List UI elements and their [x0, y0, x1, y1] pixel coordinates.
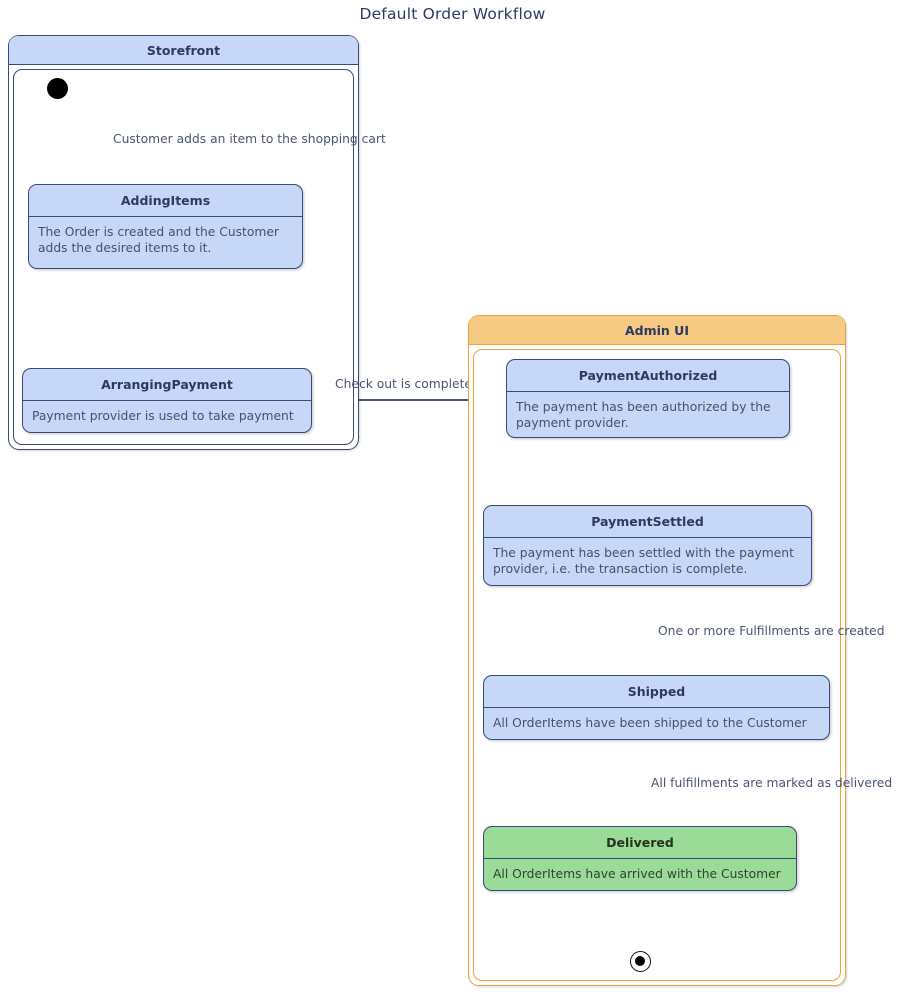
- transition-label-fulfillments-delivered: All fulfillments are marked as delivered: [651, 776, 893, 790]
- state-paymentauthorized-description: The payment has been authorized by the p…: [516, 400, 771, 431]
- state-paymentsettled-title: PaymentSettled: [484, 506, 811, 538]
- state-paymentauthorized[interactable]: PaymentAuthorized The payment has been a…: [506, 359, 790, 438]
- state-shipped[interactable]: Shipped All OrderItems have been shipped…: [483, 675, 830, 740]
- transition-label-check-out-completed: Check out is completed: [335, 377, 480, 391]
- state-addingitems-title: AddingItems: [29, 185, 302, 217]
- state-addingitems[interactable]: AddingItems The Order is created and the…: [28, 184, 303, 269]
- state-paymentsettled[interactable]: PaymentSettled The payment has been sett…: [483, 505, 812, 586]
- state-addingitems-description: The Order is created and the Customer ad…: [38, 225, 279, 256]
- state-arrangingpayment-title: ArrangingPayment: [23, 369, 311, 401]
- final-state-node: [630, 951, 651, 972]
- transition-label-customer-adds-item: Customer adds an item to the shopping ca…: [113, 132, 386, 146]
- state-delivered-description: All OrderItems have arrived with the Cus…: [493, 867, 781, 881]
- state-delivered[interactable]: Delivered All OrderItems have arrived wi…: [483, 826, 797, 891]
- state-arrangingpayment[interactable]: ArrangingPayment Payment provider is use…: [22, 368, 312, 433]
- page-title: Default Order Workflow: [359, 5, 546, 23]
- state-paymentauthorized-title: PaymentAuthorized: [507, 360, 789, 392]
- transition-label-fulfillments-created: One or more Fulfillments are created: [658, 624, 885, 638]
- region-storefront-title: Storefront: [9, 36, 358, 65]
- state-arrangingpayment-description: Payment provider is used to take payment: [32, 409, 294, 423]
- state-shipped-description: All OrderItems have been shipped to the …: [493, 716, 807, 730]
- initial-state-node: [47, 78, 68, 99]
- region-admin-ui-title: Admin UI: [469, 316, 845, 345]
- state-paymentsettled-description: The payment has been settled with the pa…: [493, 546, 794, 577]
- state-delivered-title: Delivered: [484, 827, 796, 859]
- state-shipped-title: Shipped: [484, 676, 829, 708]
